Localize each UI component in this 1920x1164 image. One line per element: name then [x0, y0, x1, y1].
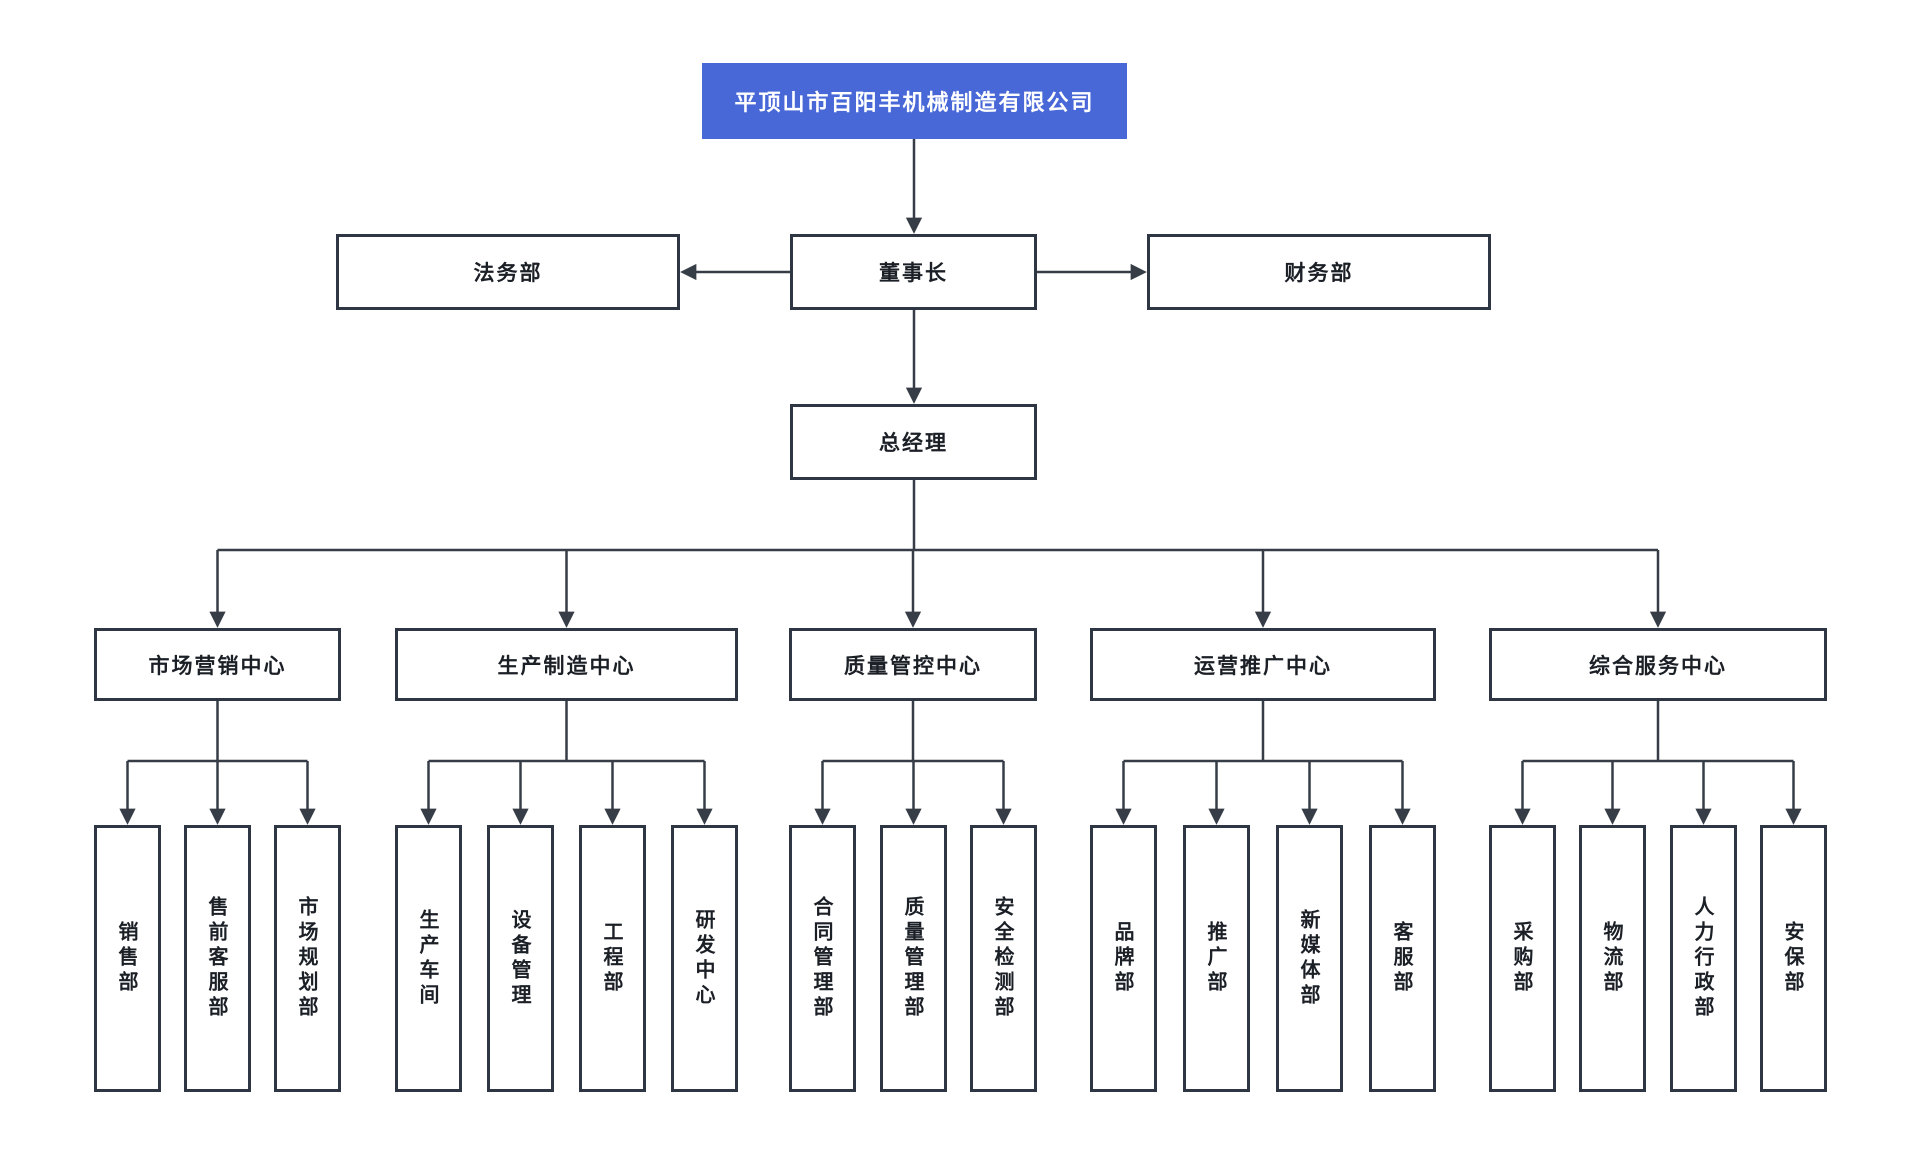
node-market-planning-dept: 市场规划部	[274, 825, 341, 1092]
node-company-root: 平顶山市百阳丰机械制造有限公司	[702, 63, 1127, 139]
node-label: 工程部	[600, 921, 624, 996]
node-chairman: 董事长	[790, 234, 1037, 310]
node-contract-management-dept: 合同管理部	[789, 825, 856, 1092]
node-services-center: 综合服务中心	[1489, 628, 1827, 701]
node-label: 客服部	[1390, 921, 1414, 996]
node-production-center: 生产制造中心	[395, 628, 738, 701]
node-label: 品牌部	[1111, 921, 1135, 996]
node-label: 总经理	[879, 431, 948, 455]
node-label: 新媒体部	[1297, 908, 1321, 1009]
node-operations-center: 运营推广中心	[1090, 628, 1436, 701]
node-legal-dept: 法务部	[336, 234, 680, 310]
node-label: 安全检测部	[991, 896, 1015, 1021]
node-finance-dept: 财务部	[1147, 234, 1491, 310]
node-new-media-dept: 新媒体部	[1276, 825, 1343, 1092]
node-label: 市场营销中心	[148, 653, 287, 678]
node-label: 法务部	[473, 261, 543, 285]
node-label: 合同管理部	[810, 896, 834, 1021]
node-label: 推广部	[1204, 921, 1228, 996]
node-general-manager: 总经理	[790, 404, 1037, 480]
node-hr-admin-dept: 人力行政部	[1670, 825, 1737, 1092]
node-label: 物流部	[1600, 921, 1624, 996]
node-label: 运营推广中心	[1194, 653, 1332, 678]
node-label: 质量管理部	[901, 896, 925, 1021]
node-label: 安保部	[1781, 921, 1805, 996]
node-brand-dept: 品牌部	[1090, 825, 1157, 1092]
node-procurement-dept: 采购部	[1489, 825, 1556, 1092]
node-engineering-dept: 工程部	[579, 825, 646, 1092]
node-security-dept: 安保部	[1760, 825, 1827, 1092]
node-rd-center: 研发中心	[671, 825, 738, 1092]
node-safety-inspection-dept: 安全检测部	[970, 825, 1037, 1092]
node-promotion-dept: 推广部	[1183, 825, 1250, 1092]
node-customer-service-dept: 客服部	[1369, 825, 1436, 1092]
node-label: 人力行政部	[1691, 896, 1715, 1021]
node-label: 生产车间	[416, 908, 440, 1009]
node-label: 平顶山市百阳丰机械制造有限公司	[734, 91, 1095, 116]
node-presales-service-dept: 售前客服部	[184, 825, 251, 1092]
node-quality-center: 质量管控中心	[789, 628, 1037, 701]
node-label: 董事长	[879, 261, 948, 285]
node-quality-management-dept: 质量管理部	[880, 825, 947, 1092]
node-sales-dept: 销售部	[94, 825, 161, 1092]
node-label: 财务部	[1284, 261, 1354, 285]
node-label: 销售部	[115, 921, 139, 996]
node-logistics-dept: 物流部	[1579, 825, 1646, 1092]
node-label: 采购部	[1510, 921, 1534, 996]
node-marketing-center: 市场营销中心	[94, 628, 341, 701]
node-label: 生产制造中心	[497, 653, 636, 678]
node-label: 综合服务中心	[1589, 653, 1727, 678]
node-label: 研发中心	[692, 908, 716, 1009]
node-label: 设备管理	[508, 908, 532, 1009]
node-label: 质量管控中心	[844, 653, 982, 678]
node-label: 市场规划部	[295, 896, 319, 1021]
node-production-workshop: 生产车间	[395, 825, 462, 1092]
node-label: 售前客服部	[205, 896, 229, 1021]
node-equipment-management: 设备管理	[487, 825, 554, 1092]
